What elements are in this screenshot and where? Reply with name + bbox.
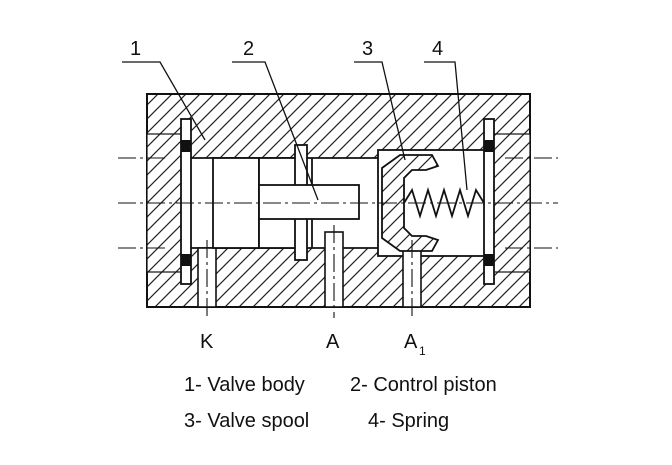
spring	[403, 186, 485, 220]
port-label-a: A	[326, 331, 340, 353]
legend-item-valve-spool: 3- Valve spool	[184, 410, 310, 432]
port-label-k: K	[200, 331, 214, 353]
right-end-cap	[483, 118, 495, 285]
callout-1: 1	[130, 38, 141, 60]
legend-item-valve-body: 1- Valve body	[184, 374, 305, 396]
callout-4: 4	[432, 38, 443, 60]
port-label-a1: A	[404, 331, 418, 353]
centre-lines	[118, 157, 558, 318]
legend-item-spring: 4- Spring	[368, 410, 450, 432]
left-end-cap	[180, 118, 192, 285]
valve-spool	[381, 154, 440, 252]
port-label-a1-subscript: 1	[419, 344, 426, 358]
callout-3: 3	[362, 38, 373, 60]
leader-lines	[122, 61, 468, 201]
legend-item-control-piston: 2- Control piston	[350, 374, 497, 396]
callout-2: 2	[243, 38, 254, 60]
